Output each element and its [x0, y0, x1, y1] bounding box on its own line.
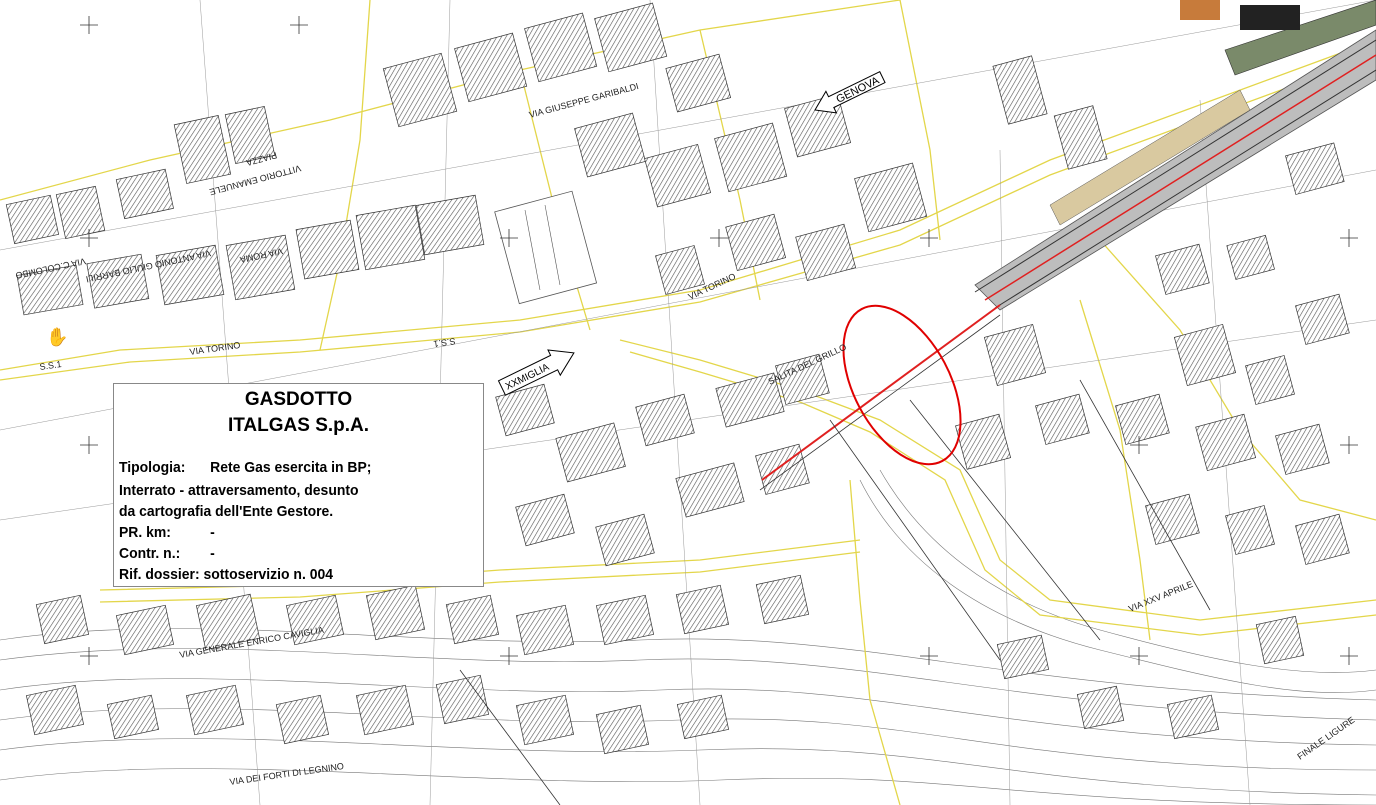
legend-row-pr: PR. km: -: [119, 524, 215, 541]
buildings: [5, 2, 1350, 755]
legend-line-3: da cartografia dell'Ente Gestore.: [119, 503, 334, 520]
legend-line-2: Interrato - attraversamento, desunto: [119, 482, 359, 499]
legend-title-2: ITALGAS S.p.A.: [227, 415, 370, 436]
legend-panel: GASDOTTO ITALGAS S.p.A. Tipologia: Rete …: [113, 383, 484, 587]
hand-icon: ✋: [46, 326, 68, 347]
grid-crosses: [80, 16, 1358, 665]
contr-key: Contr. n.:: [119, 545, 181, 562]
label-ss1: S.S.1: [39, 359, 62, 372]
section-line-2: [829, 419, 1001, 661]
legend-row-tipologia: Tipologia: Rete Gas esercita in BP;: [119, 459, 371, 476]
label-ss1-b: S.S.1: [433, 336, 456, 349]
pr-value: -: [210, 524, 215, 541]
section-line-3: [909, 399, 1101, 641]
legend-title-1: GASDOTTO: [244, 389, 353, 410]
tipologia-value: Rete Gas esercita in BP;: [210, 459, 372, 476]
legend-row-line-3: da cartografia dell'Ente Gestore.: [119, 503, 333, 520]
rif-value: sottoservizio n. 004: [203, 566, 333, 583]
legend-row-line-2: Interrato - attraversamento, desunto: [119, 482, 359, 499]
rif-key: Rif. dossier:: [119, 566, 200, 583]
section-line-1: [759, 314, 1001, 491]
pr-key: PR. km:: [119, 524, 171, 541]
railway: [974, 0, 1376, 311]
section-line-4: [1079, 379, 1211, 611]
contr-value: -: [210, 545, 215, 562]
section-line-5: [459, 669, 561, 805]
gas-pipeline: [761, 304, 1001, 481]
legend-row-contr: Contr. n.: -: [119, 545, 215, 562]
courtyard: [494, 190, 598, 305]
legend-row-rif: Rif. dossier: sottoservizio n. 004: [119, 566, 333, 583]
highlight-ellipse: [842, 304, 962, 466]
tipologia-key: Tipologia:: [119, 459, 186, 476]
